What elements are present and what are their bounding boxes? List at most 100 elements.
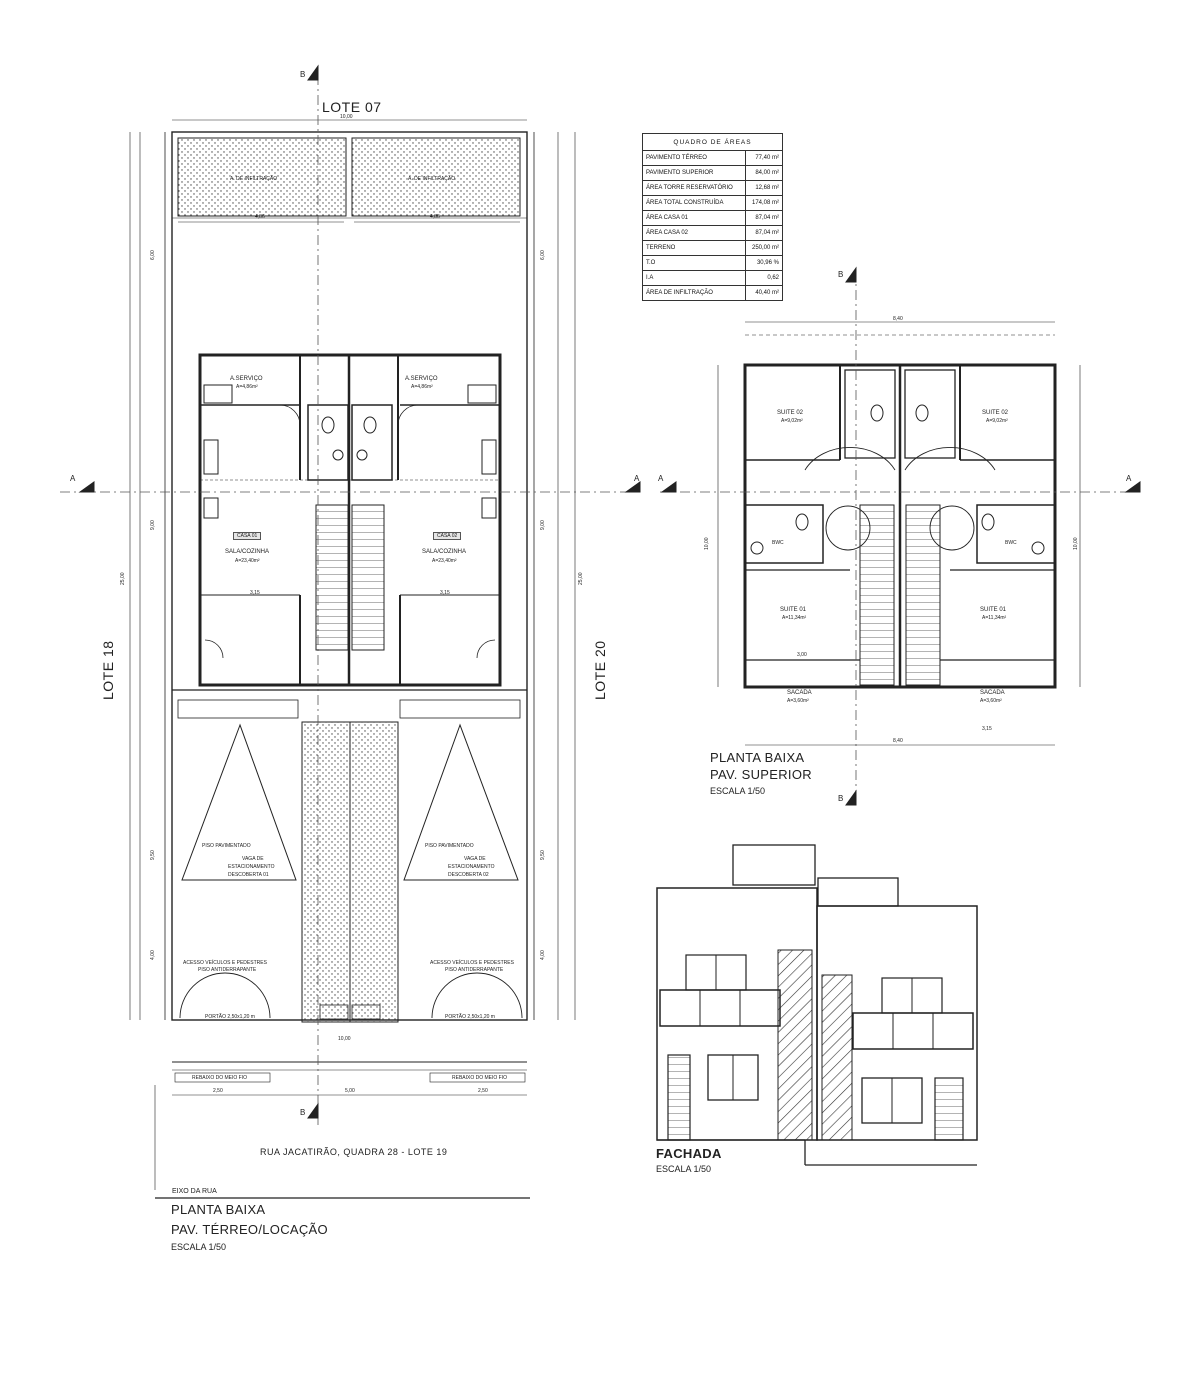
lot-width-dim: 10,00 xyxy=(340,114,353,120)
upper-height-dim-left: 10,00 xyxy=(704,537,710,550)
upper-plan-title: PLANTA BAIXA xyxy=(710,750,805,765)
parking2-floor: PISO PAVIMENTADO xyxy=(425,843,474,849)
upper-dim-300: 3,00 xyxy=(797,652,807,658)
section-a-left: A xyxy=(70,474,76,483)
ground-floor-plan xyxy=(60,64,641,1199)
upper-plan-scale: ESCALA 1/50 xyxy=(710,786,766,796)
dim-600-left: 6,00 xyxy=(150,250,156,260)
service2-label: A.SERVIÇO xyxy=(405,376,438,382)
dim-900-left: 9,00 xyxy=(150,520,156,530)
infiltration-area-2 xyxy=(351,137,521,217)
suite01-left-label: SUITE 01 xyxy=(780,607,807,613)
facade-scale: ESCALA 1/50 xyxy=(656,1164,712,1174)
access2-label: ACESSO VEÍCULOS E PEDESTRES xyxy=(430,960,514,966)
ground-plan-scale: ESCALA 1/50 xyxy=(171,1242,227,1252)
suite02-left-area: A=9,02m² xyxy=(781,418,803,424)
parking2-line-a: VAGA DE xyxy=(464,856,486,862)
suite02-right-label: SUITE 02 xyxy=(982,410,1009,416)
upper-height-dim-right: 10,00 xyxy=(1073,537,1079,550)
house2-badge: CASA 02 xyxy=(433,532,462,540)
living1-label: SALA/COZINHA xyxy=(225,549,270,555)
upper-width-dim: 8,40 xyxy=(893,316,903,322)
stair-2 xyxy=(351,504,385,651)
dim-900-right: 9,00 xyxy=(540,520,546,530)
upper-plan-subtitle: PAV. SUPERIOR xyxy=(710,767,812,782)
bwc-left-label: BWC xyxy=(772,540,784,546)
dim-250-b: 2,50 xyxy=(478,1088,488,1094)
ground-plan-subtitle: PAV. TÉRREO/LOCAÇÃO xyxy=(171,1222,328,1237)
section-b-upper-bottom: B xyxy=(838,794,844,803)
section-b-upper-top: B xyxy=(838,270,844,279)
dim-400-left: 4,00 xyxy=(150,950,156,960)
facade-elevation xyxy=(656,844,978,1166)
section-a-right: A xyxy=(634,474,640,483)
dim-1000-bottom: 10,00 xyxy=(338,1036,351,1042)
access1-floor: PISO ANTIDERRAPANTE xyxy=(198,967,257,973)
suite02-right-area: A=9,02m² xyxy=(986,418,1008,424)
section-a-upper-left: A xyxy=(658,474,664,483)
access2-floor: PISO ANTIDERRAPANTE xyxy=(445,967,504,973)
parking1-floor: PISO PAVIMENTADO xyxy=(202,843,251,849)
lot-top-label: LOTE 07 xyxy=(322,99,382,115)
parking-space-2 xyxy=(403,723,519,881)
house1-badge: CASA 01 xyxy=(233,532,262,540)
dim-25-right: 25,00 xyxy=(578,572,584,585)
curb1-label: REBAIXO DO MEIO FIO xyxy=(192,1075,248,1081)
balcony-left-label: SACADA xyxy=(787,690,812,696)
parking1-line-a: VAGA DE xyxy=(242,856,264,862)
dim-486-a: 4,86 xyxy=(255,214,265,220)
dim-500: 5,00 xyxy=(345,1088,355,1094)
suite01-right-label: SUITE 01 xyxy=(980,607,1007,613)
parking1-line-b: ESTACIONAMENTO xyxy=(228,864,275,870)
street-axis-label: EIXO DA RUA xyxy=(172,1188,217,1195)
upper-width-dim-bottom: 8,40 xyxy=(893,738,903,744)
lot-left-label: LOTE 18 xyxy=(100,640,116,700)
infiltration-label-1: A. DE INFILTRAÇÃO xyxy=(230,176,278,182)
suite01-left-area: A=11,34m² xyxy=(782,615,807,621)
parking2-line-b: ESTACIONAMENTO xyxy=(448,864,495,870)
infiltration-label-2: A. DE INFILTRAÇÃO xyxy=(408,176,456,182)
service2-area: A=4,86m² xyxy=(411,384,433,390)
balcony-left-area: A=3,60m² xyxy=(787,698,809,704)
dim-950-left: 9,50 xyxy=(150,850,156,860)
street-label: RUA JACATIRÃO, QUADRA 28 - LOTE 19 xyxy=(260,1147,448,1157)
gate1-label: PORTÃO 2,50x1,20 m xyxy=(205,1014,255,1020)
living2-area: A=23,40m² xyxy=(432,558,457,564)
lot-right-label: LOTE 20 xyxy=(592,640,608,700)
section-a-upper-right: A xyxy=(1126,474,1132,483)
dim-315-b: 3,15 xyxy=(440,590,450,596)
section-b-top: B xyxy=(300,70,306,79)
dim-950-right: 9,50 xyxy=(540,850,546,860)
gate2-label: PORTÃO 2,50x1,20 m xyxy=(445,1014,495,1020)
facade-hatched-pillar xyxy=(777,949,813,1141)
dim-250-a: 2,50 xyxy=(213,1088,223,1094)
balcony-right-label: SACADA xyxy=(980,690,1005,696)
parking1-line-c: DESCOBERTA 01 xyxy=(228,872,269,878)
areas-table-header: QUADRO DE ÁREAS xyxy=(642,133,783,151)
suite01-right-area: A=11,34m² xyxy=(982,615,1007,621)
suite02-left-label: SUITE 02 xyxy=(777,410,804,416)
dim-600-right: 6,00 xyxy=(540,250,546,260)
service1-area: A=4,86m² xyxy=(236,384,258,390)
section-b-bottom: B xyxy=(300,1108,306,1117)
balcony-right-area: A=3,60m² xyxy=(980,698,1002,704)
dim-315-a: 3,15 xyxy=(250,590,260,596)
service1-label: A.SERVIÇO xyxy=(230,376,263,382)
facade-title: FACHADA xyxy=(656,1146,722,1161)
living1-area: A=23,40m² xyxy=(235,558,260,564)
ground-plan-title: PLANTA BAIXA xyxy=(171,1202,266,1217)
upper-floor-plan xyxy=(660,266,1141,806)
upper-dim-315: 3,15 xyxy=(982,726,992,732)
dim-25-left: 25,00 xyxy=(120,572,126,585)
